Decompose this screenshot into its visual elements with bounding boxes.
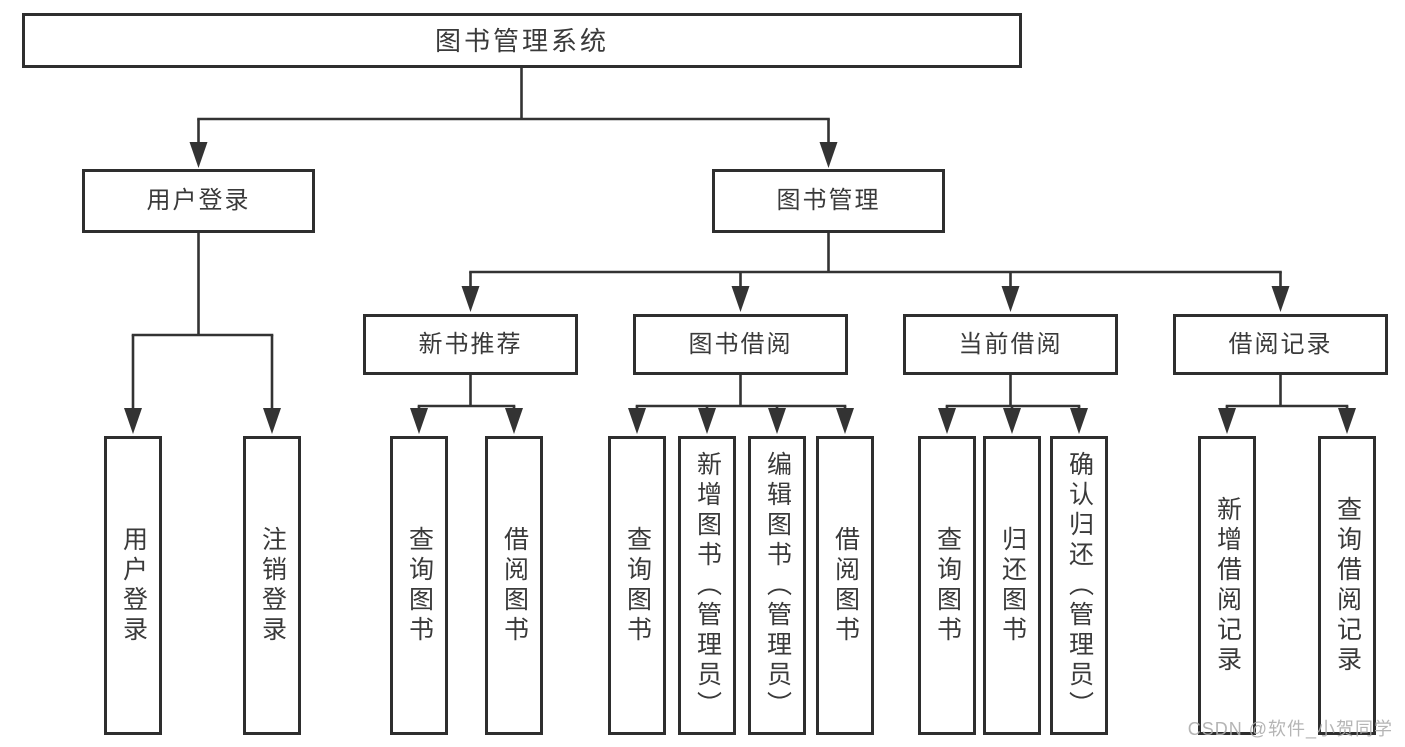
node-root: 图书管理系统	[22, 13, 1022, 68]
node-current-borrow-label: 当前借阅	[958, 330, 1063, 358]
leaf-confirm-return-admin-label: 确认归还（管理员）	[1065, 450, 1094, 721]
leaf-borrow-books-1: 借阅图书	[485, 436, 543, 735]
leaf-return-books: 归还图书	[983, 436, 1041, 735]
leaf-query-books-1: 查询图书	[390, 436, 448, 735]
leaf-add-borrow-record: 新增借阅记录	[1198, 436, 1256, 735]
node-user-login: 用户登录	[82, 169, 315, 233]
node-book-management: 图书管理	[712, 169, 945, 233]
leaf-query-books-2: 查询图书	[608, 436, 666, 735]
node-book-borrow-label: 图书借阅	[688, 330, 793, 358]
node-borrow-records: 借阅记录	[1173, 314, 1388, 375]
leaf-query-borrow-record-label: 查询借阅记录	[1333, 495, 1362, 676]
node-current-borrow: 当前借阅	[903, 314, 1118, 375]
node-book-management-label: 图书管理	[776, 187, 881, 214]
watermark: CSDN @软件_小贺同学	[1187, 719, 1393, 739]
leaf-query-books-3: 查询图书	[918, 436, 976, 735]
leaf-edit-books-admin-label: 编辑图书（管理员）	[763, 450, 792, 721]
leaf-return-books-label: 归还图书	[998, 525, 1027, 646]
leaf-borrow-books-1-label: 借阅图书	[500, 525, 529, 646]
node-book-borrow: 图书借阅	[633, 314, 848, 375]
leaf-logout-label: 注销登录	[258, 525, 287, 646]
leaf-query-books-1-label: 查询图书	[405, 525, 434, 646]
node-new-book-recommend-label: 新书推荐	[418, 330, 523, 358]
leaf-user-login: 用户登录	[104, 436, 162, 735]
node-root-label: 图书管理系统	[434, 25, 609, 56]
node-user-login-label: 用户登录	[146, 187, 251, 214]
leaf-add-borrow-record-label: 新增借阅记录	[1213, 495, 1242, 676]
leaf-query-books-2-label: 查询图书	[623, 525, 652, 646]
leaf-edit-books-admin: 编辑图书（管理员）	[748, 436, 806, 735]
leaf-user-login-label: 用户登录	[119, 525, 148, 646]
leaf-add-books-admin-label: 新增图书（管理员）	[693, 450, 722, 721]
leaf-logout: 注销登录	[243, 436, 301, 735]
node-borrow-records-label: 借阅记录	[1228, 330, 1333, 358]
leaf-borrow-books-2-label: 借阅图书	[831, 525, 860, 646]
leaf-query-borrow-record: 查询借阅记录	[1318, 436, 1376, 735]
leaf-add-books-admin: 新增图书（管理员）	[678, 436, 736, 735]
leaf-borrow-books-2: 借阅图书	[816, 436, 874, 735]
node-new-book-recommend: 新书推荐	[363, 314, 578, 375]
leaf-query-books-3-label: 查询图书	[933, 525, 962, 646]
leaf-confirm-return-admin: 确认归还（管理员）	[1050, 436, 1108, 735]
